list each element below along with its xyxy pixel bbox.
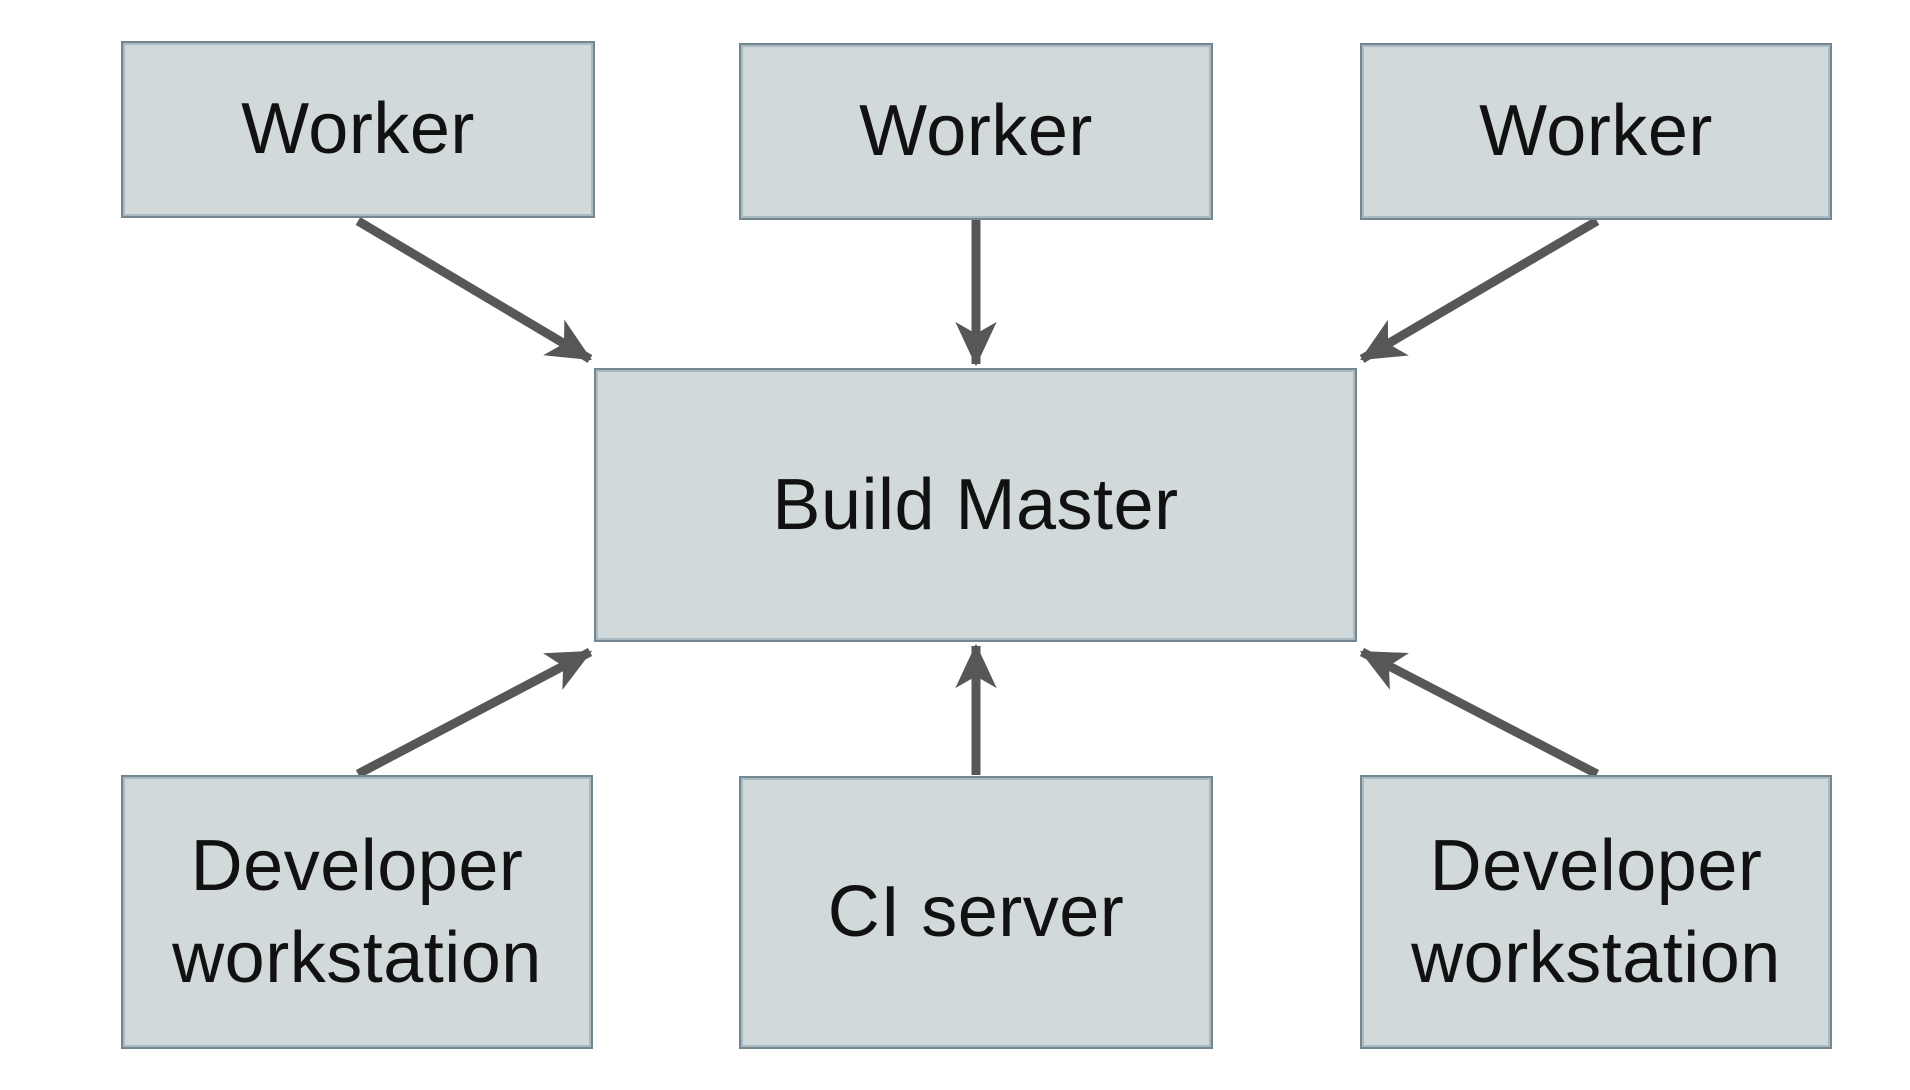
node-worker-1-label: Worker <box>241 89 475 170</box>
arrow-worker1-to-buildmaster <box>355 217 593 363</box>
node-developer-workstation-1-label: Developer workstation <box>172 825 542 998</box>
node-developer-workstation-2-label: Developer workstation <box>1411 825 1781 998</box>
node-worker-2-label: Worker <box>859 91 1093 172</box>
node-worker-2: Worker <box>739 43 1213 220</box>
node-build-master-label: Build Master <box>772 464 1179 545</box>
node-developer-workstation-2: Developer workstation <box>1360 775 1832 1049</box>
node-worker-3-label: Worker <box>1479 91 1713 172</box>
node-build-master: Build Master <box>594 368 1357 642</box>
node-worker-1: Worker <box>121 41 595 218</box>
node-ci-server-label: CI server <box>827 872 1125 953</box>
arrow-dev2-to-buildmaster <box>1359 648 1600 778</box>
node-worker-3: Worker <box>1360 43 1832 220</box>
arrow-dev1-to-buildmaster <box>355 648 593 778</box>
node-developer-workstation-1: Developer workstation <box>121 775 593 1049</box>
arrow-worker3-to-buildmaster <box>1359 217 1600 363</box>
node-ci-server: CI server <box>739 776 1213 1049</box>
